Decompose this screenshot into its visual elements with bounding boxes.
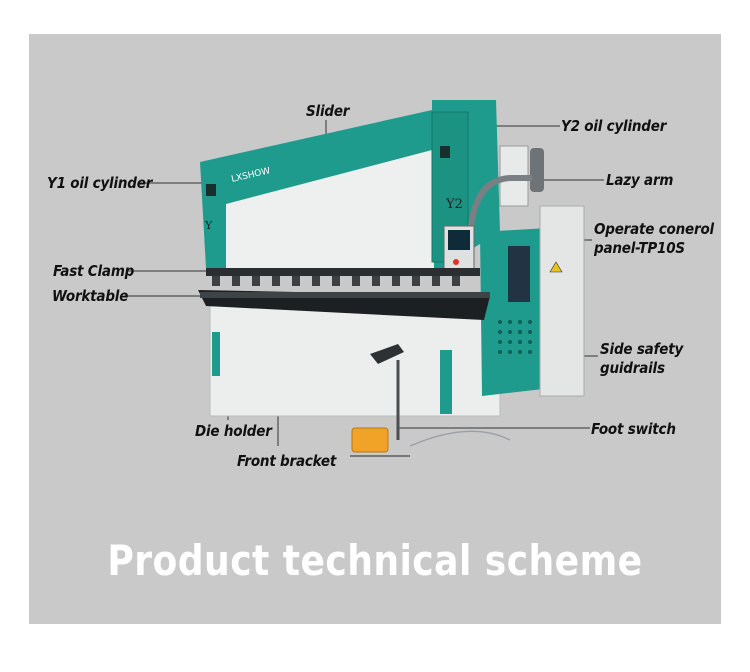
page-title: Product technical scheme: [107, 536, 643, 585]
y1-mark: Y: [204, 219, 213, 232]
label-side-safety-line2: guidrails: [600, 359, 665, 377]
label-foot-switch: Foot switch: [591, 420, 676, 438]
label-die-holder: Die holder: [195, 422, 272, 440]
label-slider: Slider: [306, 102, 350, 120]
label-y1-oil-cylinder: Y1 oil cylinder: [47, 174, 153, 192]
label-y2-oil-cylinder: Y2 oil cylinder: [561, 117, 667, 135]
label-front-bracket: Front bracket: [237, 452, 337, 470]
label-operate-panel-line1: Operate conerol: [594, 220, 714, 238]
label-worktable: Worktable: [52, 287, 129, 305]
label-fast-clamp: Fast Clamp: [53, 262, 135, 280]
label-side-safety-line1: Side safety: [600, 340, 684, 358]
label-lazy-arm: Lazy arm: [606, 171, 674, 189]
y2-mark: Y2: [445, 197, 463, 212]
label-operate-panel-line2: panel-TP10S: [594, 239, 685, 257]
